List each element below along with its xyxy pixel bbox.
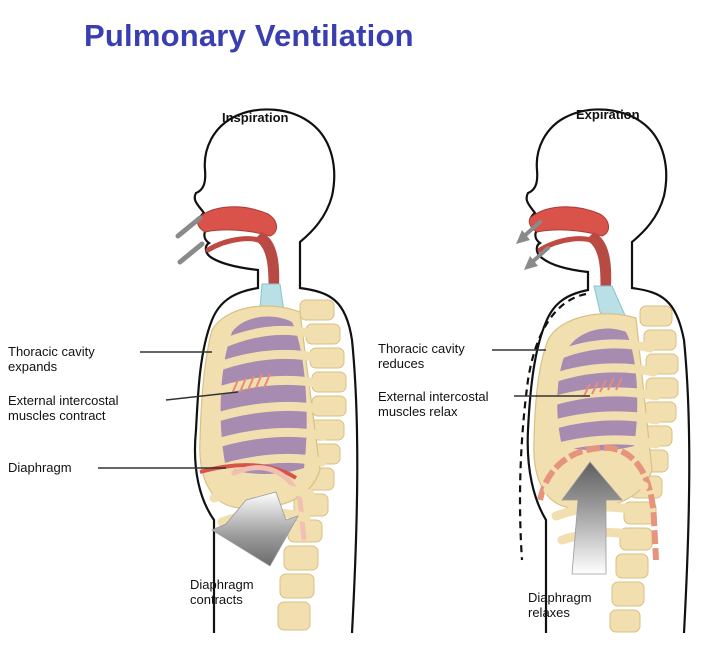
label-intercostal-relax: External intercostal muscles relax	[378, 389, 489, 419]
diaphragm-up-arrow	[561, 461, 623, 575]
label-intercostal-contract: External intercostal muscles contract	[8, 393, 119, 423]
expiration-heading: Expiration	[576, 107, 640, 122]
diaphragm-down-arrow	[211, 491, 299, 567]
leader-lines	[98, 349, 590, 469]
label-intercostal-line2: muscles contract	[8, 408, 106, 423]
label-thoracic-expands: Thoracic cavity expands	[8, 344, 95, 374]
pharynx-right	[586, 232, 612, 300]
label-thoracic-r-line2: reduces	[378, 356, 425, 371]
inflow-arrow-1	[175, 215, 203, 239]
label-intercostal-r-line1: External intercostal	[378, 389, 489, 404]
label-thoracic-r-line1: Thoracic cavity	[378, 341, 465, 356]
nasal-cavity-left	[196, 206, 277, 237]
expiration-figure	[516, 108, 691, 634]
diaphragm-right	[537, 444, 659, 561]
label-thoracic-line1: Thoracic cavity	[8, 344, 95, 359]
label-diaphragm-relaxes: Diaphragm relaxes	[528, 590, 592, 620]
inspiration-figure	[175, 108, 359, 634]
inspiration-heading: Inspiration	[222, 110, 289, 125]
expanded-outline-dashed	[518, 292, 587, 561]
inflow-arrow-2	[177, 241, 205, 265]
ribs-left	[203, 325, 329, 477]
label-diaphragm-contracts-line1: Diaphragm	[190, 577, 254, 592]
label-diaphragm-contracts-line2: contracts	[190, 592, 243, 607]
intercostal-muscle-left	[231, 373, 271, 395]
body-outline-left	[193, 108, 359, 634]
label-thoracic-reduces: Thoracic cavity reduces	[378, 341, 465, 371]
intercostal-muscle-right	[583, 377, 623, 397]
diaphragm-dome-left	[230, 465, 307, 541]
label-diaphragm-contracts: Diaphragm contracts	[190, 577, 254, 607]
label-diaphragm-relaxes-line1: Diaphragm	[528, 590, 592, 605]
leader-intercostal-left	[165, 391, 239, 401]
page-title: Pulmonary Ventilation	[84, 18, 414, 53]
ribs-right	[537, 339, 661, 457]
outflow-arrow-head-2	[524, 256, 538, 270]
oral-airway-left	[205, 236, 267, 253]
label-diaphragm: Diaphragm	[8, 460, 72, 475]
body-outline-right	[525, 108, 691, 634]
oral-airway-right	[537, 236, 599, 253]
label-intercostal-line1: External intercostal	[8, 393, 119, 408]
outflow-arrow-head-1	[516, 230, 530, 244]
label-thoracic-line2: expands	[8, 359, 58, 374]
label-intercostal-r-line2: muscles relax	[378, 404, 458, 419]
diaphragm-left	[199, 463, 298, 480]
pharynx-left	[254, 232, 280, 300]
label-diaphragm-relaxes-line2: relaxes	[528, 605, 570, 620]
